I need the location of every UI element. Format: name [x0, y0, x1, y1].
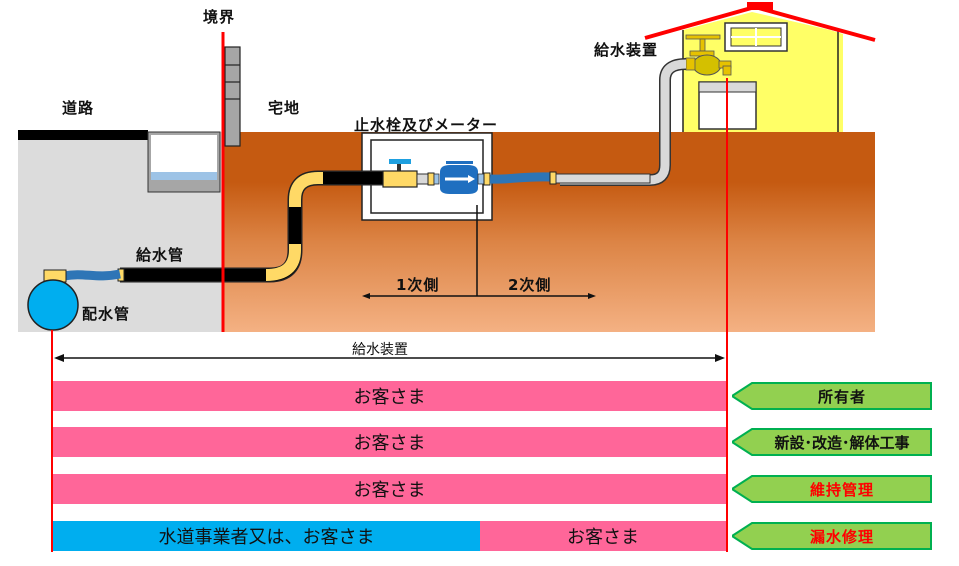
tag-owner: 所有者 — [732, 382, 932, 410]
tag-owner-text: 所有者 — [817, 387, 866, 406]
distribution-main-icon — [27, 269, 79, 331]
supply-device-span-label: 給水装置 — [352, 342, 408, 358]
tag-maintenance-text: 維持管理 — [809, 480, 874, 499]
owner-bar: お客さま — [53, 381, 726, 411]
service-pipe — [117, 170, 385, 283]
stopcock-meter-label: 止水栓及びメーター — [354, 116, 499, 134]
secondary-pipe — [489, 172, 553, 184]
leak-repair-utility-bar: 水道事業者又は、お客さま — [53, 521, 480, 551]
service-pipe-label: 給水管 — [136, 246, 185, 264]
tag-construction-text: 新設･改造･解体工事 — [774, 433, 910, 452]
faucet-icon — [685, 34, 732, 76]
boundary-wall — [224, 46, 241, 147]
secondary-side-label: 2次側 — [508, 276, 552, 294]
tag-leak-repair: 漏水修理 — [732, 522, 932, 550]
road-label: 道路 — [62, 99, 95, 117]
leak-repair-utility-text: 水道事業者又は、お客さま — [158, 527, 375, 548]
primary-side-label: 1次側 — [396, 276, 440, 294]
residential-ground — [222, 132, 875, 332]
boundary-label: 境界 — [203, 8, 236, 26]
owner-bar-text: お客さま — [353, 387, 426, 408]
residential-label: 宅地 — [268, 99, 301, 117]
construction-bar-text: お客さま — [353, 433, 426, 454]
leak-repair-customer-bar: お客さま — [480, 521, 726, 551]
construction-bar: お客さま — [53, 427, 726, 457]
tag-maintenance: 維持管理 — [732, 475, 932, 503]
tag-construction: 新設･改造･解体工事 — [732, 428, 932, 456]
water-meter-icon — [433, 161, 491, 194]
tag-leak-repair-text: 漏水修理 — [809, 527, 874, 546]
maintenance-bar: お客さま — [53, 474, 726, 504]
supply-device-label: 給水装置 — [594, 41, 659, 59]
supply-device-span-arrow — [54, 354, 725, 362]
leak-repair-customer-text: お客さま — [567, 527, 639, 548]
maintenance-bar-text: お客さま — [353, 480, 426, 501]
primary-secondary-divider — [362, 205, 596, 299]
main-branch-pipe — [63, 269, 121, 281]
distribution-main-label: 配水管 — [82, 305, 131, 323]
